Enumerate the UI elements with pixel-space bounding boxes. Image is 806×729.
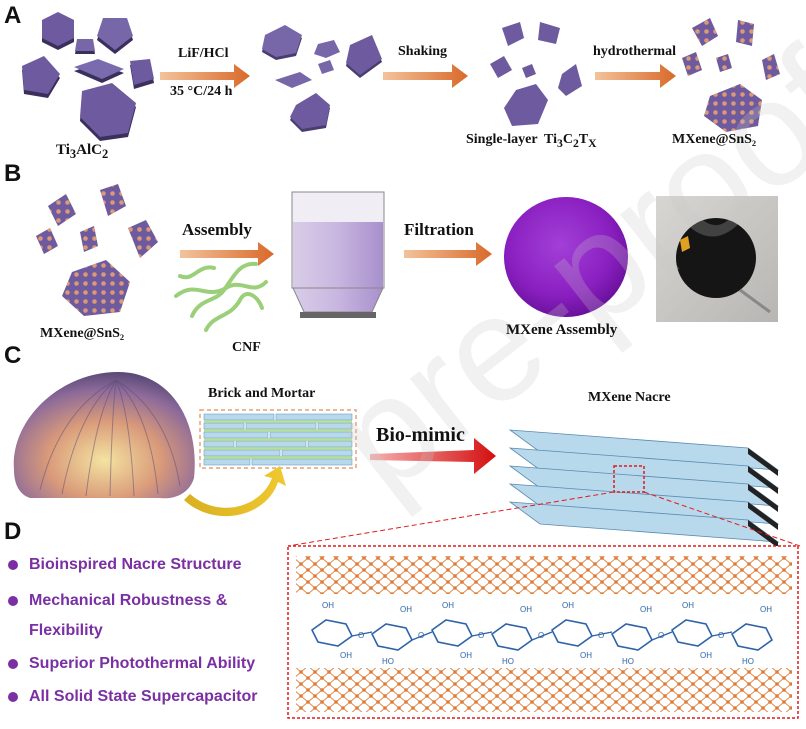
glycosidic-bond [651, 631, 673, 641]
zoom-line-right [643, 491, 801, 547]
hydroxyl-label: OH [340, 651, 352, 660]
hydroxyl-label: OH [460, 651, 472, 660]
glycosidic-bond [411, 631, 433, 641]
label-etch-conditions: 35 °C/24 h [170, 84, 233, 99]
hydroxyl-label: OH [580, 651, 592, 660]
brick-mortar-box [199, 409, 357, 469]
hydroxyl-label: HO [502, 657, 514, 666]
panel-b-artwork [36, 184, 778, 332]
panel-a-artwork [22, 12, 780, 141]
hydroxyl-label: HO [382, 657, 394, 666]
oxygen-label: O [418, 631, 424, 640]
mxene-film [504, 197, 628, 317]
hydroxyl-label: OH [400, 605, 412, 614]
oxygen-label: O [478, 631, 484, 640]
label-etch-reagent: LiF/HCl [178, 46, 229, 61]
hydroxyl-label: OH [322, 601, 334, 610]
arrow-etching [160, 64, 250, 88]
film-photo [656, 196, 778, 322]
arrow-bio-mimic [370, 438, 496, 474]
bullet-dot [8, 560, 18, 570]
panel-letter-a: A [4, 2, 22, 29]
curved-arrow [184, 466, 286, 517]
nacre-layer-edge [748, 520, 778, 548]
zoom-line-left [287, 491, 615, 547]
glucose-ring [730, 623, 774, 651]
hydroxyl-label: OH [700, 651, 712, 660]
oxygen-label: O [358, 631, 364, 640]
glycosidic-bond [531, 631, 553, 641]
label-cnf: CNF [232, 340, 261, 355]
bullet-mechanical-cont: Flexibility [29, 622, 103, 639]
panel-letter-b: B [4, 160, 22, 187]
oxygen-label: O [538, 631, 544, 640]
nacre-layer-edge [748, 448, 778, 476]
bullet-bioinspired: Bioinspired Nacre Structure [8, 556, 242, 574]
label-mxene-sns2-b: MXene@SnS₂ [40, 326, 125, 341]
arrow-shaking [383, 64, 468, 88]
label-hydrothermal: hydrothermal [593, 44, 676, 59]
panel-c-artwork [13, 372, 780, 548]
label-shaking: Shaking [398, 44, 448, 59]
bullet-dot [8, 692, 18, 702]
seashell-image [13, 372, 195, 499]
label-assembly: Assembly [182, 220, 252, 239]
panel-letter-c: C [4, 342, 22, 369]
nacre-layer-edge [748, 484, 778, 512]
nacre-layer-edge [748, 466, 778, 494]
hydroxyl-label: OH [520, 605, 532, 614]
hydroxyl-label: OH [640, 605, 652, 614]
arrow-filtration [404, 242, 492, 266]
label-filtration: Filtration [404, 220, 474, 239]
nacre-layer-edge [748, 502, 778, 530]
glycosidic-bond [351, 631, 373, 637]
mxene-nacre-stack [508, 429, 780, 548]
label-mxene-assembly: MXene Assembly [506, 322, 618, 338]
label-brick-mortar: Brick and Mortar [208, 386, 316, 401]
bullet-supercapacitor: All Solid State Supercapacitor [8, 688, 258, 706]
oxygen-label: O [718, 631, 724, 640]
mxene-sns2-flakes-b [36, 184, 158, 316]
filtration-beaker [291, 191, 385, 318]
label-mxene-sns2-a: MXene@SnS₂ [672, 132, 757, 147]
glycosidic-bond [471, 631, 493, 637]
bullet-photothermal: Superior Photothermal Ability [8, 655, 255, 673]
mxene-lattice-bottom [296, 668, 792, 712]
bullet-dot [8, 596, 18, 606]
etched-flakes [262, 25, 382, 132]
bullet-dot [8, 659, 18, 669]
hydroxyl-label: OH [442, 601, 454, 610]
arrow-hydrothermal [595, 64, 676, 88]
cnf-fibers [174, 261, 268, 332]
label-mxene-nacre: MXene Nacre [588, 390, 671, 405]
panel-letter-d: D [4, 518, 22, 545]
hydroxyl-label: OH [562, 601, 574, 610]
hydroxyl-label: HO [742, 657, 754, 666]
single-layer-flakes [490, 22, 582, 126]
bullet-mechanical: Mechanical Robustness & [8, 592, 227, 610]
ti3alc2-stacked-flakes [22, 12, 154, 141]
mxene-sns2-flakes [682, 18, 780, 132]
glycosidic-bond [711, 631, 733, 637]
label-ti3alc2: Ti3AlC2 [56, 142, 109, 161]
label-bio-mimic: Bio-mimic [376, 424, 465, 446]
mxene-lattice-top [296, 556, 792, 594]
label-single-layer: Single-layer Ti3C2TX [466, 132, 597, 150]
arrow-assembly [180, 242, 274, 266]
hydroxyl-label: OH [760, 605, 772, 614]
glycosidic-bond [591, 631, 613, 637]
oxygen-label: O [658, 631, 664, 640]
hydroxyl-label: HO [622, 657, 634, 666]
hydroxyl-label: OH [682, 601, 694, 610]
oxygen-label: O [598, 631, 604, 640]
